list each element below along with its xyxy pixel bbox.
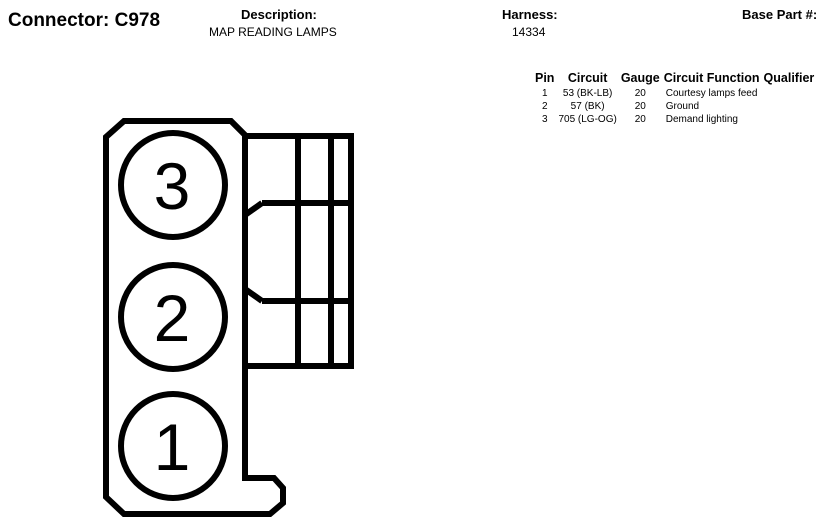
pin-2-label: 2 (154, 281, 191, 355)
base-part-header: Base Part #: (742, 7, 818, 22)
cell-circuit: 53 (BK-LB) (562, 88, 613, 99)
col-header-qualifier: Qualifier (763, 71, 815, 85)
cell-gauge: 20 (634, 114, 646, 125)
latch-notch-upper (243, 200, 264, 218)
col-header-gauge: Gauge (620, 71, 660, 85)
col-header-circuit: Circuit (567, 71, 608, 85)
cell-pin: 3 (541, 114, 548, 125)
pin-3-cavity (118, 130, 228, 240)
pin-1-cavity (118, 391, 228, 501)
col-header-pin: Pin (535, 71, 555, 85)
description-header: Description: (241, 7, 317, 22)
cell-circuit: 57 (BK) (570, 101, 605, 112)
cell-function: Ground (665, 101, 700, 112)
pin-table: Pin Circuit Gauge Circuit Function Quali… (533, 71, 816, 126)
table-row: 3 705 (LG-OG) 20 Demand lighting (533, 113, 816, 126)
cell-gauge: 20 (634, 101, 646, 112)
connector-label: Connector: C978 (8, 10, 161, 31)
description-value: MAP READING LAMPS (209, 25, 337, 39)
pin-2-cavity (118, 262, 228, 372)
col-header-circuit-function: Circuit Function (663, 71, 760, 85)
harness-header: Harness: (502, 7, 558, 22)
cell-function: Demand lighting (665, 114, 738, 125)
connector-housing (103, 118, 286, 517)
harness-value: 14334 (512, 25, 546, 39)
cell-pin: 2 (541, 101, 548, 112)
pin-1-label: 1 (154, 410, 191, 484)
table-row: 1 53 (BK-LB) 20 Courtesy lamps feed (533, 87, 816, 100)
pin-table-header-row: Pin Circuit Gauge Circuit Function Quali… (533, 71, 816, 87)
latch-notch-lower (243, 286, 264, 304)
cell-circuit: 705 (LG-OG) (558, 114, 617, 125)
cell-pin: 1 (541, 88, 548, 99)
cell-function: Courtesy lamps feed (665, 88, 758, 99)
cell-gauge: 20 (634, 88, 646, 99)
table-row: 2 57 (BK) 20 Ground (533, 100, 816, 113)
pin-3-label: 3 (154, 149, 191, 223)
